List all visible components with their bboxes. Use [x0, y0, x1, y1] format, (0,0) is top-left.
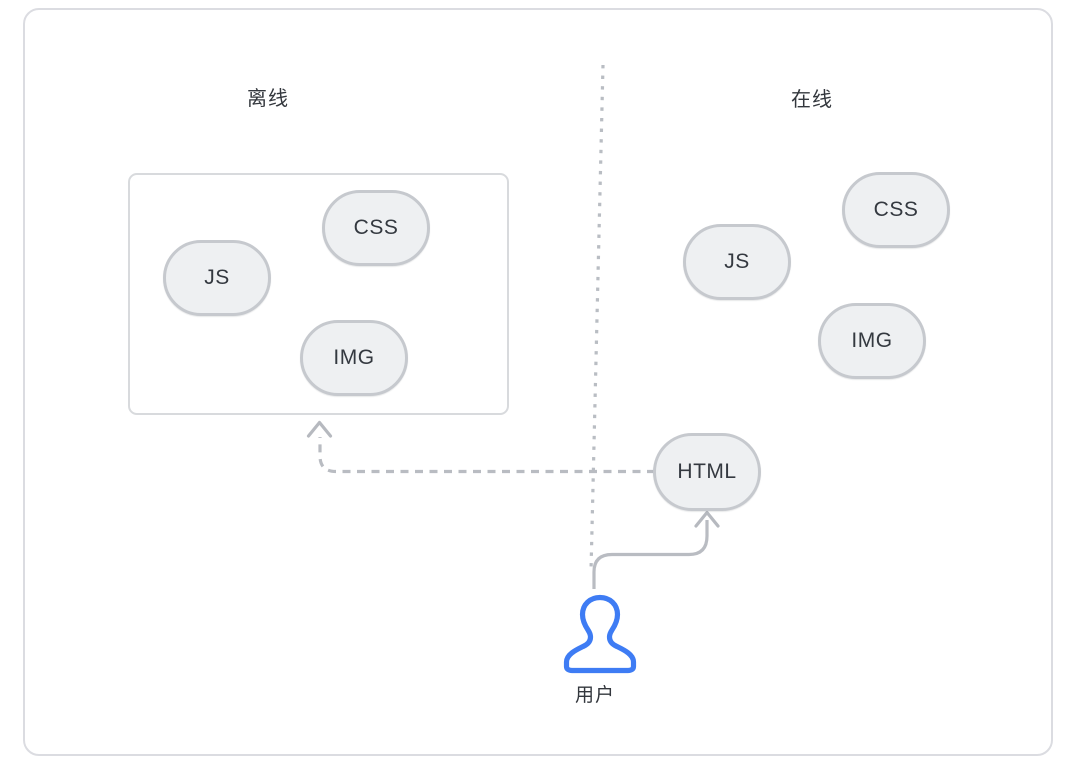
node-label: JS: [204, 266, 230, 289]
arrow-user-to-html: [592, 520, 709, 589]
node-online-css: CSS: [842, 172, 950, 248]
node-html: HTML: [653, 433, 761, 511]
offline-section-label: 离线: [247, 88, 289, 110]
node-label: IMG: [333, 346, 375, 369]
node-label: IMG: [851, 329, 893, 352]
node-offline-js: JS: [163, 240, 271, 316]
node-online-js: JS: [683, 224, 791, 300]
node-label: CSS: [873, 198, 919, 221]
dashed-arrow-html-to-offline-box: [318, 437, 655, 474]
node-label: HTML: [677, 460, 737, 483]
node-offline-img: IMG: [300, 320, 408, 396]
diagram-border: [23, 8, 1053, 756]
node-label: CSS: [353, 216, 399, 239]
user-label: 用户: [574, 685, 615, 706]
solid-arrowhead-up: [694, 510, 720, 528]
user-icon: [563, 594, 637, 674]
node-online-img: IMG: [818, 303, 926, 379]
offline-cache-box: [128, 173, 509, 415]
dashed-arrowhead-up: [306, 420, 333, 438]
node-label: JS: [724, 250, 750, 273]
online-section-label: 在线: [791, 89, 833, 111]
node-offline-css: CSS: [322, 190, 430, 266]
